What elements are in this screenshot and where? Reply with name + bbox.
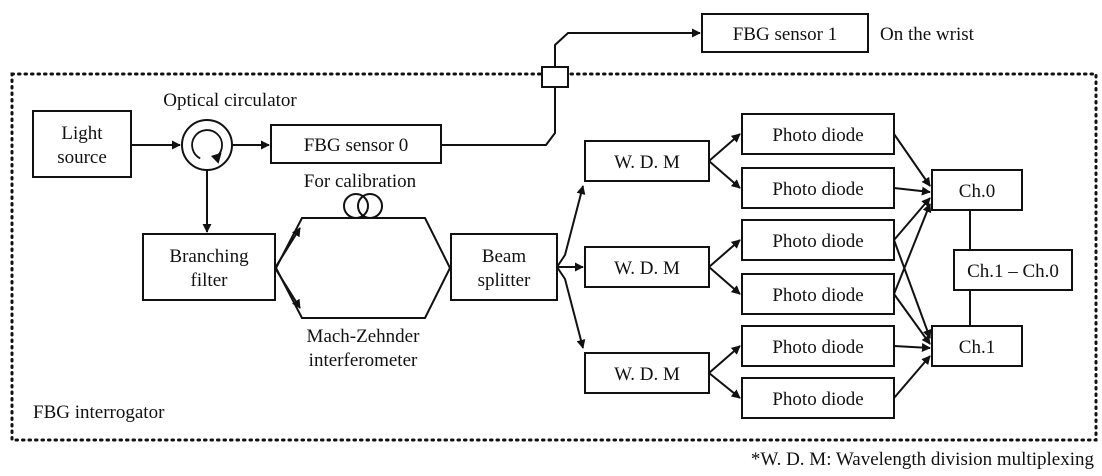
photo-diode-box-3 (741, 219, 895, 261)
for-calibration-label: For calibration (304, 171, 417, 192)
on-the-wrist-label: On the wrist (880, 24, 975, 45)
photo-diode-box-1 (741, 113, 895, 155)
photo-diode-box-4 (741, 273, 895, 315)
ch-diff-label: Ch.1 – Ch.0 (967, 261, 1059, 282)
branching-filter-label-line1: Branching (169, 246, 249, 267)
beam-splitter-label-line1: Beam (482, 246, 527, 267)
fiber-coupler-icon (541, 66, 569, 88)
photo-diode-label-5: Photo diode (772, 337, 863, 358)
branching-filter-label-line2: filter (191, 270, 229, 291)
fbg-sensor-0-label: FBG sensor 0 (304, 135, 409, 156)
photo-diode-label-2: Photo diode (772, 179, 863, 200)
connections (131, 28, 971, 399)
optical-circulator-icon (181, 119, 233, 171)
fbg-sensor-1-label: FBG sensor 1 (733, 24, 838, 45)
wdm-box-3 (584, 352, 710, 394)
footnote: *W. D. M: Wavelength division multiplexi… (751, 449, 1095, 470)
photo-diode-label-6: Photo diode (772, 389, 863, 410)
fbg-sensor-0-box (270, 124, 442, 164)
beam-splitter-label-line2: splitter (478, 270, 531, 291)
wdm-box-2 (584, 246, 710, 288)
mzi-label-line1: Mach-Zehnder (307, 326, 421, 347)
ch0-box (931, 169, 1023, 211)
wdm-box-1 (584, 140, 710, 182)
photo-diode-label-1: Photo diode (772, 125, 863, 146)
ch0-label: Ch.0 (959, 181, 995, 202)
optical-circulator-label: Optical circulator (163, 90, 297, 111)
ch1-label: Ch.1 (959, 337, 995, 358)
mzi-label-line2: interferometer (309, 350, 418, 371)
ch1-box (931, 325, 1023, 367)
mach-zehnder-interferometer (274, 217, 452, 319)
fiber-coil-icon (343, 193, 383, 219)
photo-diode-label-3: Photo diode (772, 231, 863, 252)
ch-diff-box (953, 249, 1073, 291)
light-source-label-line1: Light (61, 123, 103, 144)
wdm-label-1: W. D. M (614, 152, 680, 173)
photo-diode-box-5 (741, 325, 895, 367)
beam-splitter-box (450, 233, 558, 301)
fbg-interrogator-label: FBG interrogator (33, 402, 165, 423)
photo-diode-box-2 (741, 167, 895, 209)
light-source-box (32, 110, 132, 178)
wdm-label-3: W. D. M (614, 364, 680, 385)
wdm-label-2: W. D. M (614, 258, 680, 279)
branching-filter-box (142, 233, 276, 301)
light-source-label-line2: source (57, 147, 107, 168)
fbg-sensor-1-box (701, 13, 869, 53)
photo-diode-label-4: Photo diode (772, 285, 863, 306)
